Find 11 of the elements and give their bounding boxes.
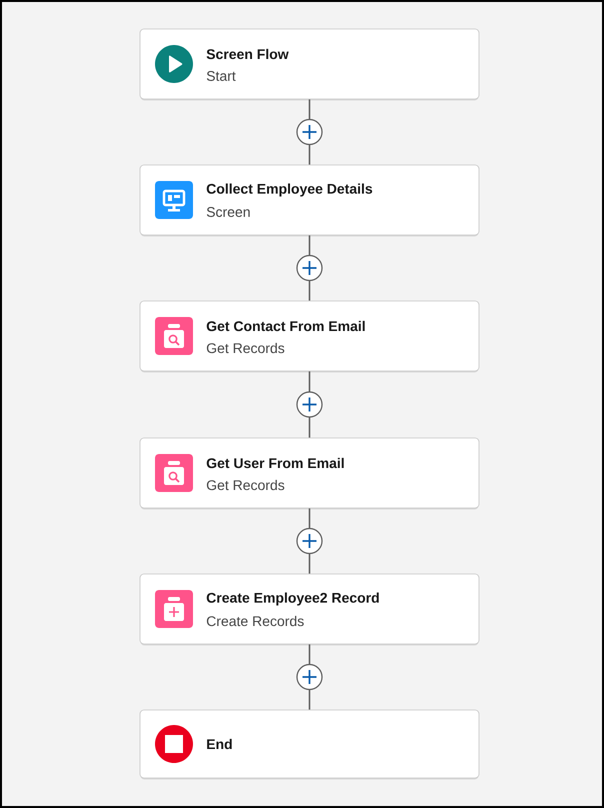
step-type: Create Records: [206, 616, 304, 626]
step-type: Start: [206, 71, 236, 81]
step-title: Get User From Email: [206, 458, 344, 468]
step-title: Create Employee2 Record: [206, 592, 379, 606]
step-type: Get Records: [206, 480, 284, 490]
step-type: Screen: [206, 207, 250, 217]
step-title: Collect Employee Details: [206, 183, 372, 197]
step-title: Get Contact From Email: [206, 320, 365, 332]
step-title: Screen Flow: [206, 48, 289, 60]
step-type: Get Records: [206, 342, 284, 354]
step-title: End: [207, 738, 232, 750]
